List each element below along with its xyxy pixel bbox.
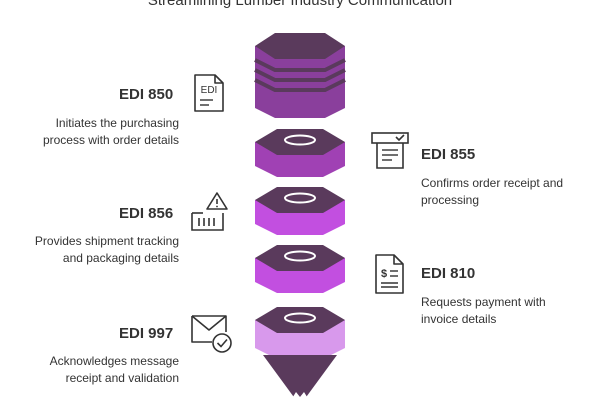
edi-997-description: Acknowledges message receipt and validat… <box>49 354 179 385</box>
diagram-title: Streamlining Lumber Industry Communicati… <box>147 0 453 9</box>
edi-850-label: EDI 850 <box>119 86 174 103</box>
mail-check-icon <box>191 315 232 353</box>
edi-icon-text: EDI <box>201 85 218 96</box>
invoice-icon: $ <box>375 254 404 294</box>
hex-layer-2 <box>255 187 345 235</box>
edi-855-description: Confirms order receipt and processing <box>421 176 564 207</box>
cylinder-top-face <box>255 33 345 59</box>
edi-810-label: EDI 810 <box>421 265 476 282</box>
cylinder-band-1 <box>254 58 346 72</box>
hex-layer-3 <box>255 245 345 293</box>
edi-855-label: EDI 855 <box>421 146 476 163</box>
edi-document-icon: EDI <box>194 74 224 112</box>
top-cylinder <box>254 33 346 118</box>
order-confirmation-icon <box>371 132 409 169</box>
shipment-alert-icon <box>191 192 228 231</box>
edi-810-description: Requests payment with invoice details <box>421 295 546 326</box>
funnel-tip <box>263 355 337 400</box>
svg-text:$: $ <box>381 268 387 280</box>
hex-layer-4 <box>255 307 345 359</box>
edi-997-label: EDI 997 <box>119 325 174 342</box>
hex-layer-1 <box>255 129 345 177</box>
cylinder-band-2 <box>254 68 346 82</box>
edi-856-label: EDI 856 <box>119 205 174 222</box>
edi-850-description: Initiates the purchasing process with or… <box>42 116 179 147</box>
cylinder-band-3 <box>254 78 346 92</box>
edi-856-description: Provides shipment tracking and packaging… <box>34 234 179 265</box>
